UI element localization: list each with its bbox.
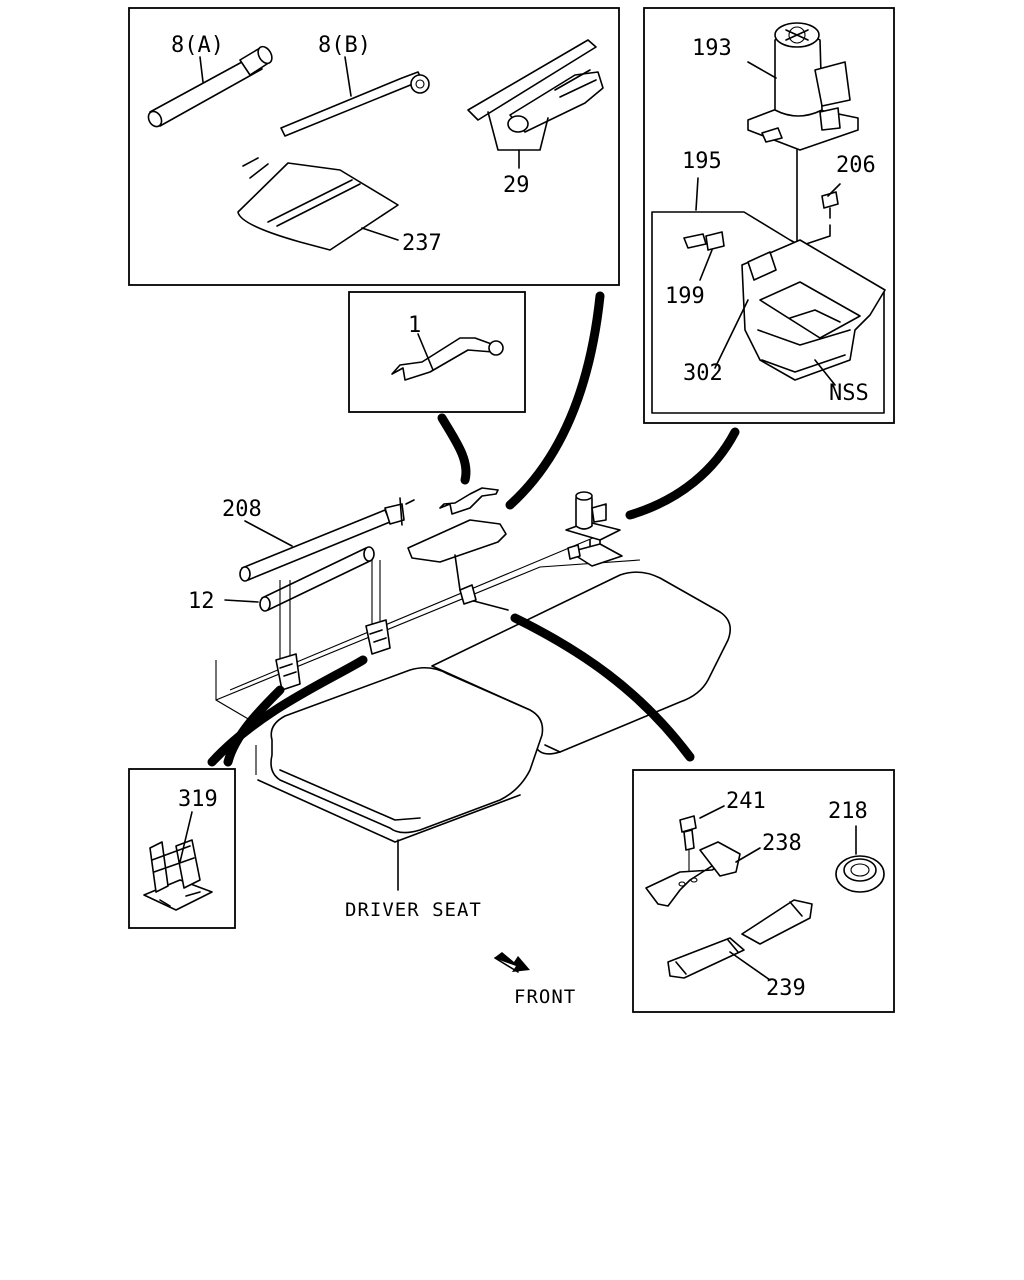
label-driver-seat: DRIVER SEAT bbox=[345, 899, 482, 921]
label-319: 319 bbox=[178, 787, 218, 812]
socket-wrench-8a bbox=[147, 45, 273, 128]
bracket-box: 241 238 218 239 bbox=[632, 769, 895, 1013]
leader-clamp-2 bbox=[223, 685, 285, 767]
strap-239 bbox=[667, 899, 813, 981]
label-238: 238 bbox=[762, 831, 802, 856]
label-12: 12 bbox=[188, 589, 215, 614]
vehicle-cab-scene: 208 12 bbox=[188, 291, 740, 1008]
label-193: 193 bbox=[692, 36, 732, 61]
jack-box: 193 206 195 199 302 bbox=[643, 7, 895, 424]
clamp-319 bbox=[143, 839, 213, 911]
bolt-206 bbox=[799, 183, 841, 247]
label-199: 199 bbox=[665, 284, 705, 309]
clamp-right bbox=[365, 619, 391, 655]
label-29: 29 bbox=[503, 173, 530, 198]
label-218: 218 bbox=[828, 799, 868, 824]
clamp-box: 319 bbox=[128, 768, 236, 929]
jack-tray-nss bbox=[741, 239, 886, 381]
label-241: 241 bbox=[726, 789, 766, 814]
label-8a: 8(A) bbox=[171, 33, 224, 58]
leader-jack bbox=[625, 427, 740, 520]
leader-tools bbox=[505, 291, 605, 510]
bottle-jack-193 bbox=[747, 22, 859, 151]
label-237: 237 bbox=[402, 231, 442, 256]
bracket-238 bbox=[645, 841, 761, 907]
bolt-241 bbox=[679, 805, 725, 880]
label-8b: 8(B) bbox=[318, 33, 371, 58]
front-arrow-icon bbox=[494, 952, 530, 973]
label-302: 302 bbox=[683, 361, 723, 386]
leader-handle bbox=[437, 413, 471, 485]
wheel-wrench-8b bbox=[280, 56, 430, 137]
label-195: 195 bbox=[682, 149, 722, 174]
label-nss: NSS bbox=[829, 381, 869, 406]
tool-kit-box: 8(A) 8(B) 29 237 bbox=[128, 7, 620, 286]
handle-box: 1 bbox=[348, 291, 526, 413]
seat-cushions bbox=[255, 571, 731, 891]
label-206: 206 bbox=[836, 153, 876, 178]
jack-in-scene bbox=[565, 491, 623, 567]
label-208: 208 bbox=[222, 497, 262, 522]
label-front: FRONT bbox=[514, 986, 576, 1008]
wing-bolt-199 bbox=[683, 231, 725, 281]
label-1: 1 bbox=[408, 313, 421, 338]
tool-pouch-237 bbox=[237, 157, 399, 251]
clamp-left bbox=[275, 653, 301, 691]
leader-bracket bbox=[510, 613, 695, 762]
label-239: 239 bbox=[766, 976, 806, 1001]
tube-bar-208 bbox=[239, 497, 415, 582]
tool-set-29 bbox=[467, 39, 604, 169]
grommet-218 bbox=[835, 825, 885, 893]
